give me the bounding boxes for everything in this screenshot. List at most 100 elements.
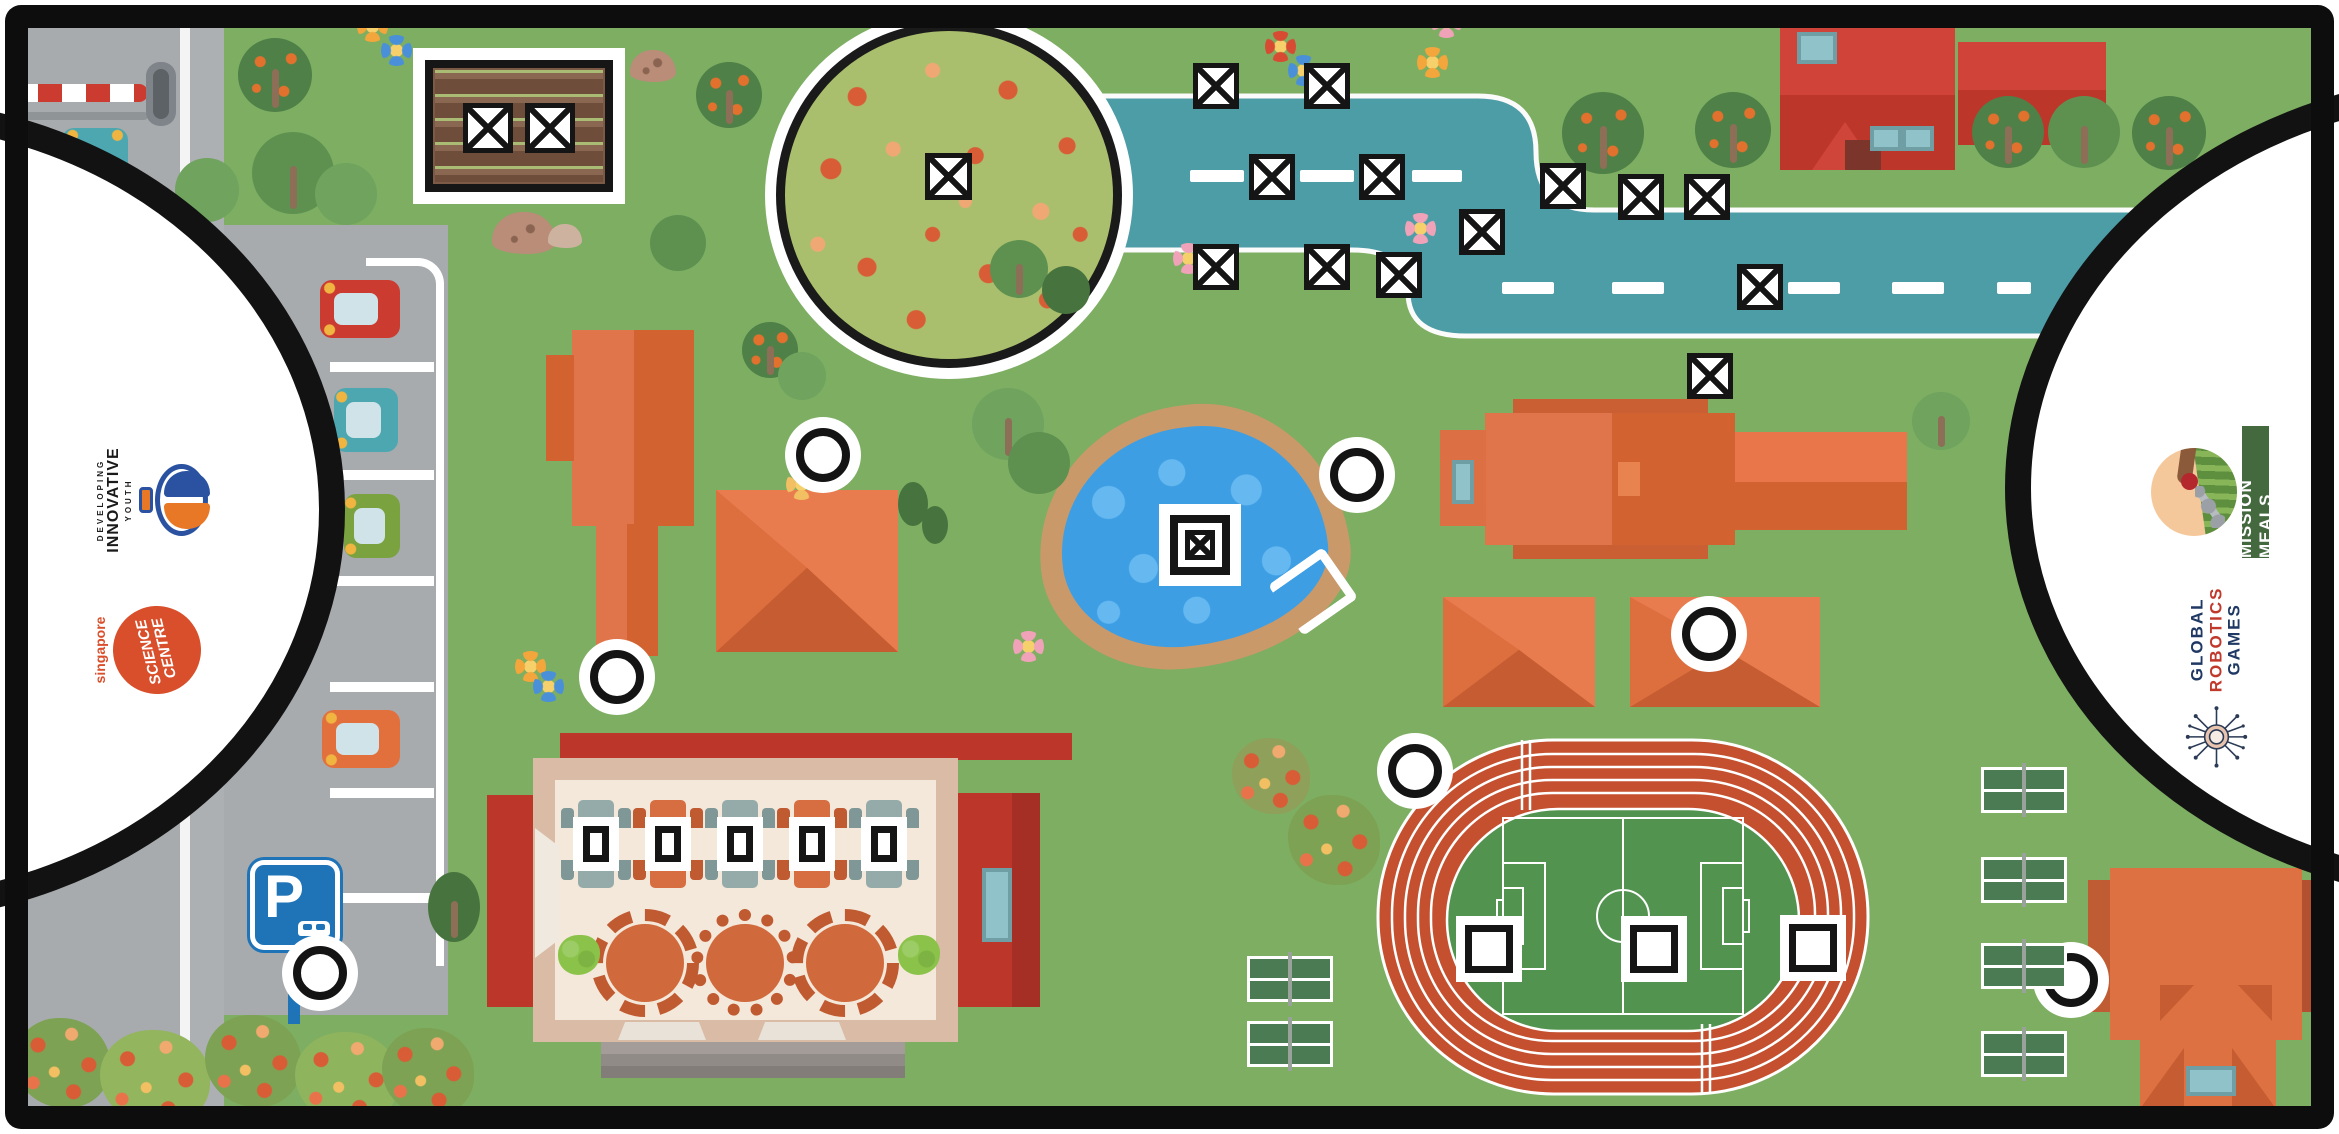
flower <box>1405 213 1436 244</box>
ping-pong-table <box>1981 1027 2067 1081</box>
flower-bush <box>205 1015 301 1107</box>
robot-arm-icon <box>2195 486 2225 528</box>
tree <box>428 872 480 942</box>
crossed-box-marker <box>1376 252 1422 298</box>
tree <box>1008 432 1070 494</box>
waypoint-circle-marker <box>1671 596 1747 672</box>
parking-divider <box>330 893 434 903</box>
church-roof-bottom-strip <box>1513 543 1708 559</box>
waypoint-circle-marker <box>1377 733 1453 809</box>
canteen-left-door <box>535 828 559 958</box>
tree <box>650 215 706 271</box>
crossed-box-marker <box>1193 244 1239 290</box>
mission-meals-logo: MISSION MEALS <box>2151 426 2275 558</box>
crossed-box-marker <box>1185 530 1215 560</box>
church-roof-cupola <box>1618 462 1640 496</box>
ping-pong-table <box>1981 853 2067 907</box>
pine-tree <box>922 506 948 544</box>
crossed-box-marker <box>1359 154 1405 200</box>
pool-platform <box>1159 504 1241 586</box>
crossed-box-marker <box>924 152 972 200</box>
ping-pong-table <box>1247 952 1333 1006</box>
crossed-box-marker <box>1618 174 1664 220</box>
parking-divider <box>330 576 434 586</box>
garden-plot <box>413 48 625 204</box>
building-hip-roof-small-1 <box>1443 597 1595 707</box>
red-house-2-roof <box>1958 42 2106 90</box>
crossed-box-marker <box>1684 174 1730 220</box>
tree <box>1042 266 1090 314</box>
red-house-1-window <box>1870 126 1902 151</box>
parking-boundary-line <box>366 258 444 966</box>
diy-logo-text: DEVELOPING INNOVATIVE YOUTH <box>96 447 133 553</box>
car-green-parked <box>344 494 400 558</box>
table-platform-marker <box>861 817 907 871</box>
crossed-box-marker <box>1737 264 1783 310</box>
red-building-strip <box>560 733 1072 760</box>
church-east-wing-roof <box>1735 432 1907 482</box>
building-orange-main-shade <box>634 330 694 526</box>
table-platform-marker <box>645 817 691 871</box>
canteen-door-mat <box>758 1022 846 1040</box>
lightbulb-base-icon <box>138 487 154 513</box>
red-house-1-window <box>1902 126 1934 151</box>
flower-bush <box>1288 795 1380 885</box>
ping-pong-table <box>1247 1017 1333 1071</box>
crossed-box-marker <box>1687 353 1733 399</box>
dirt-mound <box>630 50 676 82</box>
building-orange-wing <box>546 355 574 461</box>
apple-tree <box>238 38 312 112</box>
flower <box>1265 31 1296 62</box>
flower <box>381 35 412 66</box>
grg-logo-text: GLOBAL ROBOTICS GAMES <box>2187 586 2244 693</box>
crossed-box-marker <box>1193 63 1239 109</box>
waypoint-circle-marker <box>785 417 861 493</box>
dirt-mound <box>492 212 556 254</box>
church-window <box>1452 460 1474 504</box>
flower-bush <box>14 1018 110 1108</box>
field-platform-marker <box>1780 915 1846 981</box>
science-centre-globe-icon: SCIENCE CENTRE <box>103 596 211 704</box>
science-centre-logo: singapore SCIENCE CENTRE <box>92 596 211 704</box>
canteen-steps <box>601 1042 905 1078</box>
indoor-plant <box>558 935 600 975</box>
red-building-right-wing-shade <box>1012 793 1040 1007</box>
building-hip-roof-center <box>716 490 898 652</box>
parking-divider <box>330 788 434 798</box>
waypoint-circle-marker <box>282 935 358 1011</box>
barrier-gate <box>14 84 148 102</box>
parking-divider <box>330 362 434 372</box>
crossed-box-marker <box>1304 63 1350 109</box>
flower-bush <box>382 1028 474 1116</box>
indoor-plant <box>898 935 940 975</box>
global-robotics-games-logo: GLOBAL ROBOTICS GAMES <box>2181 587 2253 772</box>
mission-meals-banner: MISSION MEALS <box>2236 426 2275 558</box>
crossed-box-marker <box>1459 209 1505 255</box>
ping-pong-table <box>1981 763 2067 817</box>
crossed-box-marker <box>1540 163 1586 209</box>
church-east-wing <box>1735 482 1907 530</box>
apple-tree <box>742 322 798 378</box>
canteen-door-mat <box>618 1022 706 1040</box>
field-platform-marker <box>1621 916 1687 982</box>
parking-divider <box>330 682 434 692</box>
flower <box>1417 47 1448 78</box>
table-platform-marker <box>717 817 763 871</box>
field-platform-marker <box>1456 916 1522 982</box>
apple-icon <box>2181 473 2198 490</box>
crossed-box-marker <box>463 103 513 153</box>
tree <box>1912 392 1970 450</box>
corner-building-window <box>2186 1066 2236 1096</box>
crossed-box-marker <box>525 103 575 153</box>
flower <box>1013 631 1044 662</box>
flower <box>533 671 564 702</box>
building-orange-tower-shade <box>627 524 658 656</box>
mission-meals-badge-icon <box>2151 448 2237 536</box>
church-roof-top-strip <box>1513 399 1708 415</box>
crossed-box-marker <box>1304 244 1350 290</box>
circuit-globe-icon <box>2185 706 2248 768</box>
red-building-window <box>982 868 1012 942</box>
apple-tree <box>1695 92 1771 168</box>
parking-divider <box>330 470 434 480</box>
